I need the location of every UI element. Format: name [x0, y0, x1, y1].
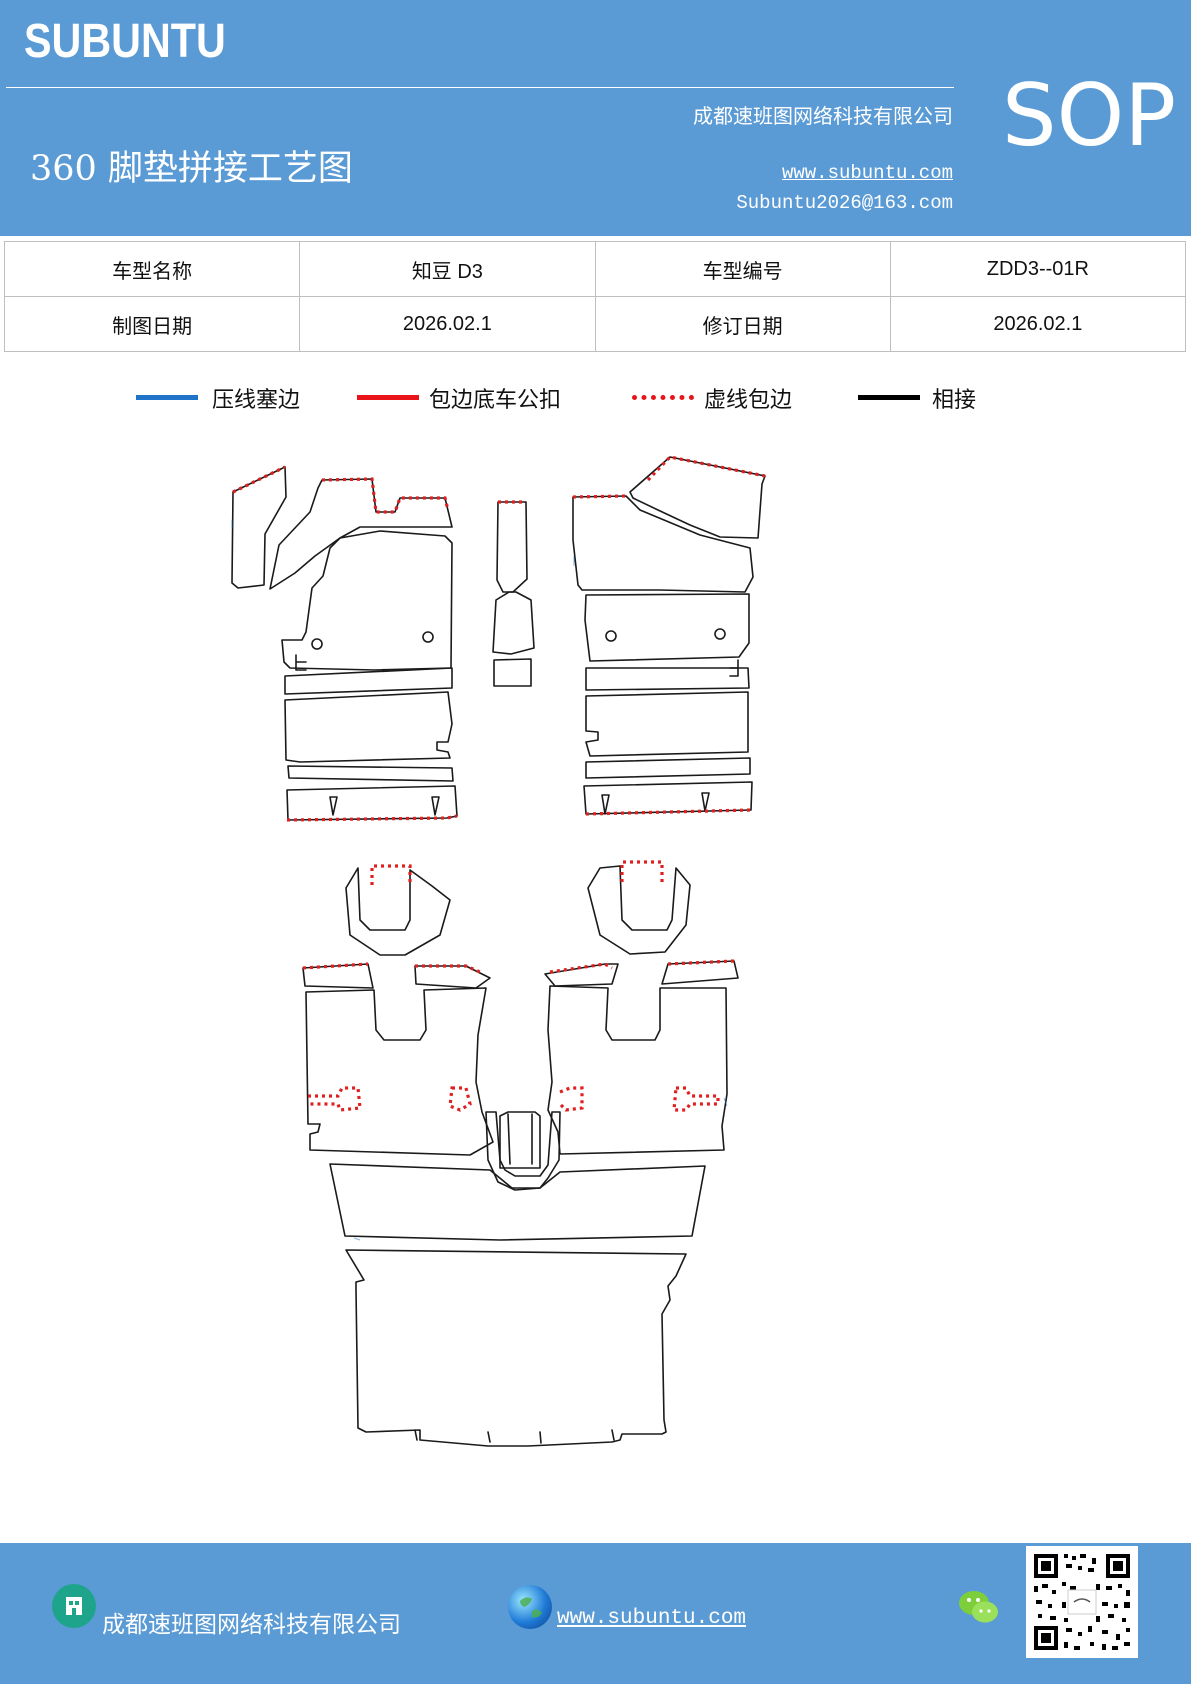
- dotted-edge: [620, 860, 664, 882]
- model-name-value: 知豆 D3: [299, 241, 596, 297]
- revision-date-value: 2026.02.1: [889, 296, 1187, 352]
- legend-label: 包边底车公扣: [429, 388, 562, 413]
- dotted-edge: [308, 1086, 362, 1112]
- mat-piece: [284, 667, 453, 695]
- qr-code: [1026, 1546, 1138, 1658]
- mat-piece: [302, 963, 374, 989]
- footer-company-name: 成都速班图网络科技有限公司: [102, 1612, 401, 1638]
- document-title: 360 脚垫拼接工艺图: [30, 149, 353, 189]
- slot-mark: [701, 792, 710, 812]
- header-email: Subuntu2026@163.com: [736, 192, 953, 214]
- model-name-label: 车型名称: [3, 241, 301, 297]
- mat-piece: [305, 987, 494, 1156]
- mat-piece: [287, 765, 454, 782]
- footer-website-link[interactable]: www.subuntu.com: [557, 1607, 747, 1630]
- mat-piece: [286, 785, 458, 821]
- mat-piece: [485, 1111, 561, 1191]
- mat-piece: [585, 691, 749, 757]
- mat-piece: [587, 865, 691, 955]
- dotted-edge: [232, 465, 286, 494]
- mat-piece: [345, 867, 451, 956]
- legend-swatch-blue-solid: [136, 395, 198, 400]
- mat-piece: [284, 691, 453, 763]
- legend-label: 压线塞边: [212, 388, 301, 413]
- mat-piece: [414, 965, 491, 989]
- front-left-mat-group: [231, 466, 458, 821]
- mat-piece: [507, 1113, 533, 1165]
- model-number-label: 车型编号: [594, 241, 891, 297]
- mat-piece: [499, 1111, 541, 1169]
- mat-piece: [629, 456, 766, 539]
- legend-swatch-red-dotted: [632, 395, 694, 400]
- mat-piece: [583, 781, 753, 815]
- header-banner: SUBUNTU 成都速班图网络科技有限公司 360 脚垫拼接工艺图 www.su…: [0, 0, 1191, 236]
- floor-mat-splice-diagram: [231, 455, 766, 1447]
- mat-piece: [544, 963, 619, 987]
- legend-swatch-red-solid: [357, 395, 419, 400]
- header-divider: [6, 87, 954, 88]
- mat-piece: [661, 960, 739, 985]
- legend-swatch-black-solid: [858, 395, 920, 400]
- mat-hole: [311, 638, 323, 650]
- mat-piece: [492, 591, 535, 655]
- model-number-value: ZDD3--01R: [889, 241, 1187, 297]
- dotted-edge: [672, 1086, 720, 1112]
- header-company-name: 成都速班图网络科技有限公司: [693, 104, 953, 128]
- header-website-link[interactable]: www.subuntu.com: [781, 162, 953, 184]
- mat-hole: [714, 628, 726, 640]
- globe-icon: [508, 1585, 552, 1629]
- mat-piece: [345, 1249, 687, 1447]
- legend-label: 相接: [932, 388, 977, 413]
- table-row: 制图日期 2026.02.1 修订日期 2026.02.1: [3, 296, 1187, 352]
- revision-date-label: 修订日期: [594, 296, 891, 352]
- table-row: 车型名称 知豆 D3 车型编号 ZDD3--01R: [3, 241, 1187, 297]
- press-line-marks: [231, 520, 728, 1241]
- mat-hole: [605, 630, 617, 642]
- footer-banner: 成都速班图网络科技有限公司 www.subuntu.com: [0, 1543, 1191, 1684]
- center-strip-group: [492, 501, 535, 687]
- vehicle-info-table: 车型名称 知豆 D3 车型编号 ZDD3--01R 制图日期 2026.02.1…: [3, 241, 1187, 352]
- front-right-mat-group: [572, 456, 766, 815]
- brand-logo: SUBUNTU: [24, 15, 226, 68]
- dotted-edge: [415, 964, 481, 974]
- mat-piece: [585, 667, 750, 691]
- dotted-edge: [558, 1086, 584, 1112]
- slot-mark: [414, 1429, 615, 1444]
- slot-mark: [431, 796, 440, 816]
- dotted-edge-marks: [232, 455, 766, 1112]
- drawing-date-value: 2026.02.1: [299, 296, 596, 352]
- press-line: [723, 1097, 728, 1107]
- mat-piece: [547, 985, 728, 1155]
- company-icon: [52, 1584, 96, 1628]
- legend: 压线塞边 包边底车公扣 虚线包边 相接: [0, 380, 1191, 430]
- drawing-date-label: 制图日期: [3, 296, 301, 352]
- dotted-edge: [572, 494, 627, 499]
- press-line: [353, 1237, 361, 1241]
- dotted-edge: [448, 1086, 472, 1112]
- sop-badge: SOP: [1002, 66, 1177, 166]
- mat-piece: [496, 501, 528, 593]
- mat-hole: [422, 631, 434, 643]
- mat-piece: [584, 593, 750, 662]
- dotted-edge: [370, 864, 412, 885]
- rear-mat-group: [302, 865, 739, 1447]
- mat-piece: [231, 466, 287, 589]
- dotted-edge: [321, 477, 450, 514]
- slot-mark: [601, 794, 610, 815]
- mat-piece: [585, 757, 751, 779]
- mat-piece: [493, 658, 532, 687]
- mat-piece: [281, 530, 453, 671]
- buckle-mark: [295, 654, 307, 671]
- legend-label: 虚线包边: [704, 388, 793, 413]
- slot-mark: [329, 796, 338, 816]
- mat-piece: [329, 1163, 706, 1241]
- wechat-icon[interactable]: [956, 1587, 1002, 1627]
- mat-piece: [572, 495, 754, 593]
